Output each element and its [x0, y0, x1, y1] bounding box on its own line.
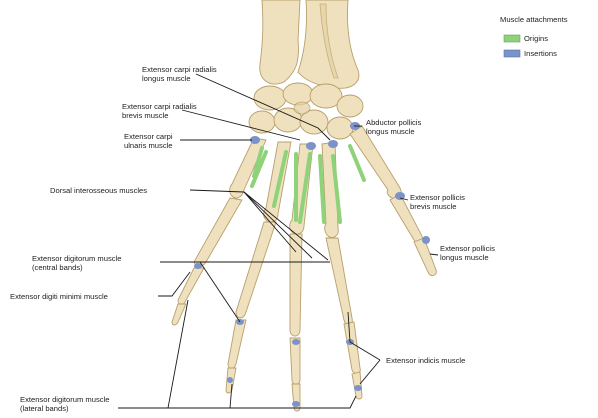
carpal-bones [249, 83, 363, 139]
label-extensor-digitorum-lateral: Extensor digitorum muscle (lateral bands… [20, 395, 112, 413]
legend-swatch-insertions [504, 50, 520, 57]
legend: Muscle attachments Origins Insertions [500, 15, 568, 58]
legend-label-insertions: Insertions [524, 49, 557, 58]
label-abductor-pollicis-longus: Abductor pollicis longus muscle [366, 118, 423, 136]
label-ecrl: Extensor carpi radialis longus muscle [142, 65, 219, 83]
insertion-marker [354, 385, 362, 391]
legend-swatch-origins [504, 35, 520, 42]
insertion-marker [292, 339, 300, 345]
insertion-marker [292, 401, 300, 407]
label-extensor-pollicis-longus: Extensor pollicis longus muscle [440, 244, 497, 262]
ulna-bone [260, 0, 300, 84]
legend-label-origins: Origins [524, 34, 548, 43]
insertion-marker [328, 140, 338, 148]
label-extensor-pollicis-brevis: Extensor pollicis brevis muscle [410, 193, 467, 211]
label-extensor-digiti-minimi: Extensor digiti minimi muscle [10, 292, 108, 301]
insertion-marker [306, 142, 316, 150]
insertion-marker [227, 377, 233, 383]
legend-title: Muscle attachments [500, 15, 568, 24]
insertion-marker [422, 236, 430, 244]
label-dorsal-interosseous: Dorsal interosseous muscles [50, 186, 147, 195]
label-extensor-indicis: Extensor indicis muscle [386, 356, 465, 365]
forearm-bones [260, 0, 359, 88]
label-ecu: Extensor carpi ulnaris muscle [124, 132, 175, 150]
label-extensor-digitorum-central: Extensor digitorum muscle (central bands… [32, 254, 124, 272]
